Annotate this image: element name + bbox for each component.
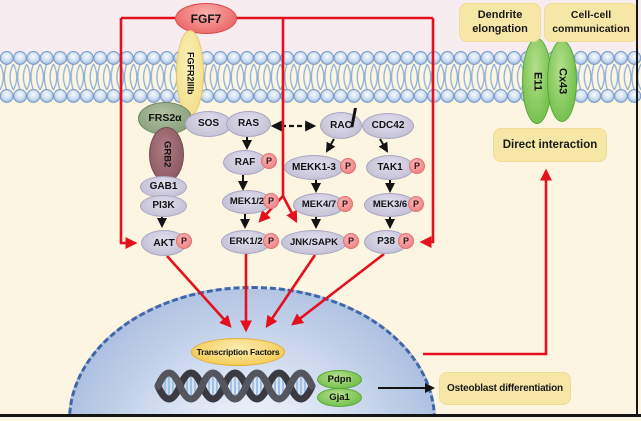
rac-label: RAC — [330, 119, 352, 131]
bottom-margin-strip — [0, 417, 641, 421]
bottom-border-rule — [0, 414, 641, 417]
mek12-node: MEK1/2 — [222, 190, 272, 214]
cdc42-label: CDC42 — [371, 120, 405, 131]
pdpn-label: Pdpn — [327, 373, 352, 385]
tak1-label: TAK1 — [377, 161, 403, 173]
phospho-p: P — [267, 196, 274, 206]
cdc42-node: CDC42 — [362, 113, 414, 139]
phospho-p: P — [412, 199, 419, 209]
sos-label: SOS — [197, 118, 220, 129]
transcription-factors-label: Transcription Factors — [196, 346, 280, 357]
pi3k-label: PI3K — [152, 200, 175, 211]
mek12-label: MEK1/2 — [229, 196, 265, 208]
mekk13-node: MEKK1-3 — [284, 155, 344, 180]
right-border-rule — [636, 0, 638, 421]
cx43-label: Cx43 — [556, 67, 569, 95]
fgfr2iiib-label: FGFR2IIIb — [185, 51, 196, 95]
direct-interaction-box: Direct interaction — [493, 128, 607, 162]
mek47-label: MEK4/7 — [301, 199, 337, 211]
fgf7-ligand: FGF7 — [175, 3, 237, 34]
e11-label: E11 — [531, 71, 544, 91]
erk12-phospho-badge: P — [263, 233, 279, 249]
raf-phospho-badge: P — [261, 153, 277, 169]
akt-phospho-badge: P — [176, 233, 192, 249]
gja1-node: Gja1 — [317, 388, 362, 407]
sos-node: SOS — [185, 111, 232, 137]
akt-label: AKT — [153, 236, 175, 249]
osteoblast-differentiation-box: Osteoblast differentiation — [439, 372, 571, 405]
dendrite-elongation-box: Dendrite elongation — [459, 3, 541, 42]
phospho-p: P — [265, 156, 272, 166]
phospho-p: P — [413, 161, 420, 171]
osteoblast-differentiation-label: Osteoblast differentiation — [447, 383, 563, 394]
mek36-node: MEK3/6 — [364, 193, 416, 217]
p38-phospho-badge: P — [398, 233, 414, 249]
rac-cdc42-separator: / — [350, 103, 357, 134]
mek36-label: MEK3/6 — [372, 199, 408, 211]
mek47-phospho-badge: P — [337, 196, 353, 212]
phospho-p: P — [402, 236, 409, 246]
pdpn-node: Pdpn — [317, 370, 362, 389]
phospho-p: P — [347, 236, 354, 246]
grb2-label: GRB2 — [161, 141, 173, 168]
jnk-sapk-phospho-badge: P — [343, 233, 359, 249]
direct-interaction-label: Direct interaction — [502, 139, 598, 151]
cell-cell-communication-box: Cell-cell communication — [544, 3, 638, 42]
slash-glyph: / — [350, 103, 358, 133]
gab1-label: GAB1 — [149, 181, 178, 192]
grb2-node: GRB2 — [149, 127, 184, 182]
raf-node: RAF — [223, 150, 267, 175]
ras-node: RAS — [226, 111, 271, 137]
transcription-factors-node: Transcription Factors — [191, 338, 285, 366]
phospho-p: P — [267, 236, 274, 246]
fgfr2iiib-receptor: FGFR2IIIb — [176, 30, 204, 116]
mekk13-phospho-badge: P — [340, 158, 356, 174]
fgf7-label: FGF7 — [190, 11, 222, 26]
pi3k-node: PI3K — [140, 195, 187, 217]
mek47-node: MEK4/7 — [293, 193, 345, 217]
tak1-phospho-badge: P — [409, 158, 425, 174]
mek36-phospho-badge: P — [408, 196, 424, 212]
ras-label: RAS — [237, 118, 260, 129]
p38-label: P38 — [377, 236, 395, 247]
phospho-p: P — [341, 199, 348, 209]
dendrite-elongation-label: Dendrite elongation — [472, 8, 528, 35]
mekk13-label: MEKK1-3 — [292, 161, 336, 173]
black-arrows — [157, 120, 435, 393]
erk12-node: ERK1/2 — [221, 230, 271, 254]
gja1-label: Gja1 — [329, 391, 350, 403]
phospho-p: P — [180, 236, 187, 246]
erk12-label: ERK1/2 — [229, 236, 263, 248]
raf-label: RAF — [234, 156, 256, 168]
cell-cell-communication-label: Cell-cell communication — [552, 9, 630, 35]
cx43-protein: Cx43 — [547, 40, 577, 122]
mek12-phospho-badge: P — [263, 193, 279, 209]
red-arrows — [119, 16, 552, 356]
tak1-node: TAK1 — [366, 155, 414, 180]
dna-helix — [154, 369, 316, 403]
rac-node: RAC — [320, 112, 362, 139]
frs2a-label: FRS2α — [148, 112, 182, 125]
jnk-sapk-node: JNK/SAPK — [281, 230, 347, 255]
phospho-p: P — [344, 161, 351, 171]
jnk-sapk-label: JNK/SAPK — [289, 236, 339, 248]
